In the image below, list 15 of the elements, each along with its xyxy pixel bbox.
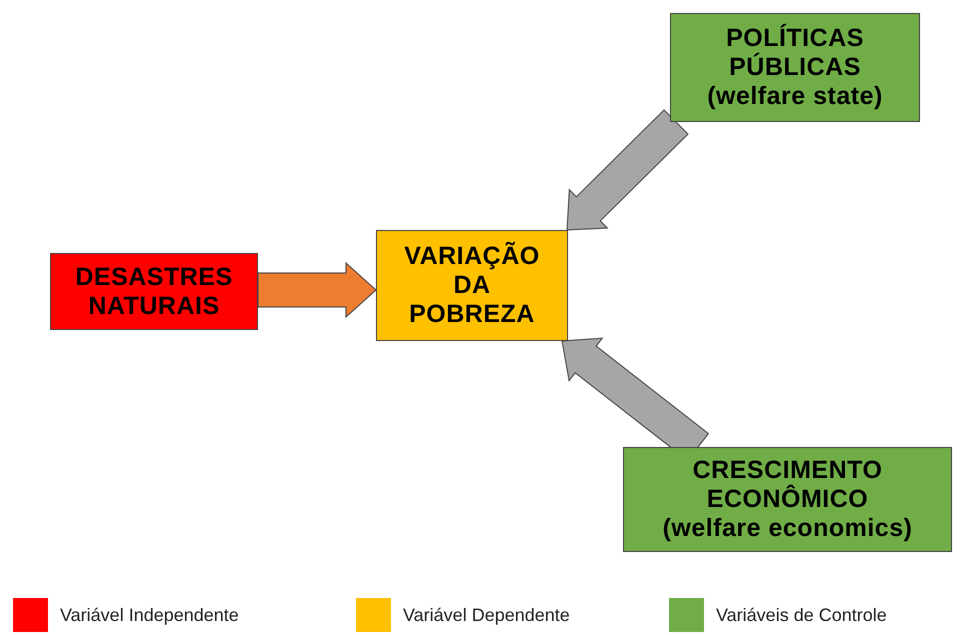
block-arrow xyxy=(258,262,377,318)
variable-label: DESASTRES NATURAIS xyxy=(74,262,234,320)
block-arrow xyxy=(566,109,689,231)
legend-label: Variável Independente xyxy=(60,604,239,626)
variable-label: POLÍTICAS PÚBLICAS xyxy=(725,24,865,82)
variable-box xyxy=(376,230,568,341)
variable-box xyxy=(50,253,258,330)
variable-label: VARIAÇÃO DA POBREZA xyxy=(403,242,541,329)
legend-label: Variáveis de Controle xyxy=(716,604,887,626)
variable-box xyxy=(670,13,920,122)
variable-note: (welfare state) xyxy=(707,82,883,111)
variable-label: CRESCIMENTO ECONÔMICO xyxy=(692,456,884,514)
legend-label: Variável Dependente xyxy=(403,604,570,626)
variable-box xyxy=(623,447,952,552)
variable-note: (welfare economics) xyxy=(662,514,912,543)
